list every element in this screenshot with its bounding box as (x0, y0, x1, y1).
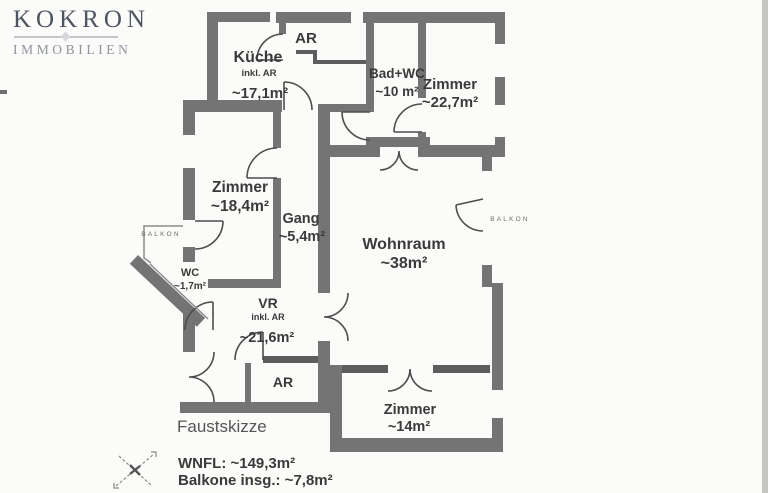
wall-kueche-bottom (185, 100, 282, 112)
balcony-left-rail (149, 263, 209, 320)
wall-gang-left-stub (273, 112, 281, 148)
label-wohnraum-area: ~38m² (381, 255, 428, 272)
wall-bad-left (366, 22, 374, 112)
wall-zimmer-s-left (330, 365, 342, 438)
agency-logo: KOKRON IMMOBILIEN (13, 6, 150, 58)
double-door-vr-wohnraum (323, 292, 349, 342)
wall-wohnraum-left-2 (318, 341, 330, 413)
label-vr-name: VR (258, 295, 277, 311)
logo-subtitle: IMMOBILIEN (13, 42, 132, 57)
area-summary: WNFL: ~149,3m² Balkone insg.: ~7,8m² (178, 455, 333, 489)
wall-z18-left-3 (183, 247, 195, 262)
label-bad-name: Bad+WC (369, 66, 425, 81)
wall-top-right (363, 12, 505, 23)
wall-right-1 (495, 14, 505, 44)
logo-wordmark: KOKRON (13, 6, 150, 33)
wall-z18-left-1 (183, 100, 195, 135)
label-balkon-left: BALKON (141, 231, 181, 238)
label-vr-note: inkl. AR (251, 312, 285, 322)
label-ar-top: AR (295, 30, 317, 47)
wall-wohnraum-right-1 (482, 157, 492, 171)
compass-tick-ne (151, 451, 157, 457)
wall-top-ar (276, 12, 351, 23)
label-zimmer-no-area: ~22,7m² (422, 94, 478, 111)
label-balkon-right: BALKON (490, 216, 530, 223)
wall-vr-bottom (180, 402, 332, 413)
label-wc-name: WC (181, 267, 199, 279)
wall-bad-zimmer-divider (418, 22, 426, 98)
door-kueche-ar (256, 33, 284, 61)
entrance-door (188, 351, 215, 403)
summary-balkone: Balkone insg.: ~7,8m² (178, 472, 333, 489)
balcony-left-outline (143, 225, 183, 264)
label-zimmer-no-name: Zimmer (423, 76, 477, 93)
door-bad-wc (341, 111, 371, 141)
label-gang-name: Gang (282, 211, 319, 227)
double-door-wohnraum-north (379, 150, 419, 171)
wall-gang-right (318, 112, 330, 145)
wall-zimmer-s-right-1 (492, 368, 503, 390)
label-wohnraum-name: Wohnraum (362, 236, 445, 253)
label-ar-bottom: AR (273, 374, 293, 390)
compass-rose-icon (113, 451, 157, 489)
wall-vr-left (183, 308, 195, 352)
wall-mid-right (418, 145, 505, 157)
walls (129, 12, 505, 452)
label-gang-area: ~5,4m² (279, 229, 326, 245)
wall-ar-bottom-1 (296, 50, 317, 54)
wall-ar2-top (263, 356, 318, 363)
label-kueche-note: inkl. AR (241, 68, 276, 79)
wall-ar-stub (279, 22, 286, 34)
wall-ar-bottom-2 (313, 60, 366, 64)
scan-edge-artifact (762, 0, 768, 493)
door-zimmer-west (246, 147, 278, 179)
door-zimmer-north (393, 103, 423, 133)
label-zimmer-w-area: ~18,4m² (211, 198, 269, 215)
wall-mid-left (318, 145, 380, 157)
label-wc-area: ~1,7m² (174, 281, 207, 292)
doors (184, 33, 484, 403)
wall-bad-bottom (366, 137, 430, 147)
plan-caption: Faustskizze (177, 417, 267, 436)
wall-wohnraum-left-1 (318, 157, 330, 293)
wall-right-3 (495, 137, 505, 157)
wall-ar2-left (245, 363, 251, 402)
wall-wohnraum-right-3 (492, 283, 503, 368)
double-door-zimmer-south (387, 368, 433, 392)
wall-divider-stub (418, 132, 426, 145)
wall-kueche-left (207, 12, 218, 104)
door-ar-bottom (234, 331, 264, 361)
wall-ar-step (313, 50, 317, 64)
door-kueche-gang (283, 81, 313, 111)
wall-wohnraum-right-2 (482, 265, 492, 287)
wall-vr-top (208, 279, 281, 288)
label-vr-area: ~21,6m² (240, 330, 295, 346)
door-balcony-right (455, 198, 484, 232)
label-zimmer-s-name: Zimmer (384, 402, 437, 418)
wall-bottom (330, 438, 503, 452)
wall-gang-left (273, 178, 281, 279)
label-zimmer-s-area: ~14m² (388, 419, 430, 435)
label-zimmer-w-name: Zimmer (212, 179, 268, 196)
scan-mark-artifact (0, 90, 7, 94)
wall-kueche-top (207, 12, 270, 22)
door-wc (184, 301, 214, 331)
wall-right-2 (495, 77, 505, 105)
label-bad-area: ~10 m² (375, 84, 419, 99)
wall-zimmer-s-top-2 (433, 365, 490, 373)
balcony-outlines (143, 225, 209, 320)
room-labels: Küche inkl. AR ~17,1m² AR Bad+WC ~10 m² … (141, 30, 530, 435)
wall-nook-top (318, 104, 366, 112)
logo-divider (14, 31, 118, 42)
wall-z18-left-2 (183, 168, 195, 220)
door-balcony-left (194, 220, 224, 250)
wall-zimmer-s-right-2 (492, 418, 503, 440)
label-kueche-name: Küche (234, 49, 283, 66)
compass-center (129, 464, 141, 476)
label-kueche-area: ~17,1m² (232, 85, 288, 102)
wall-zimmer-s-top-1 (342, 365, 388, 373)
compass-tick-sw (113, 483, 119, 489)
summary-wnfl: WNFL: ~149,3m² (178, 455, 296, 472)
